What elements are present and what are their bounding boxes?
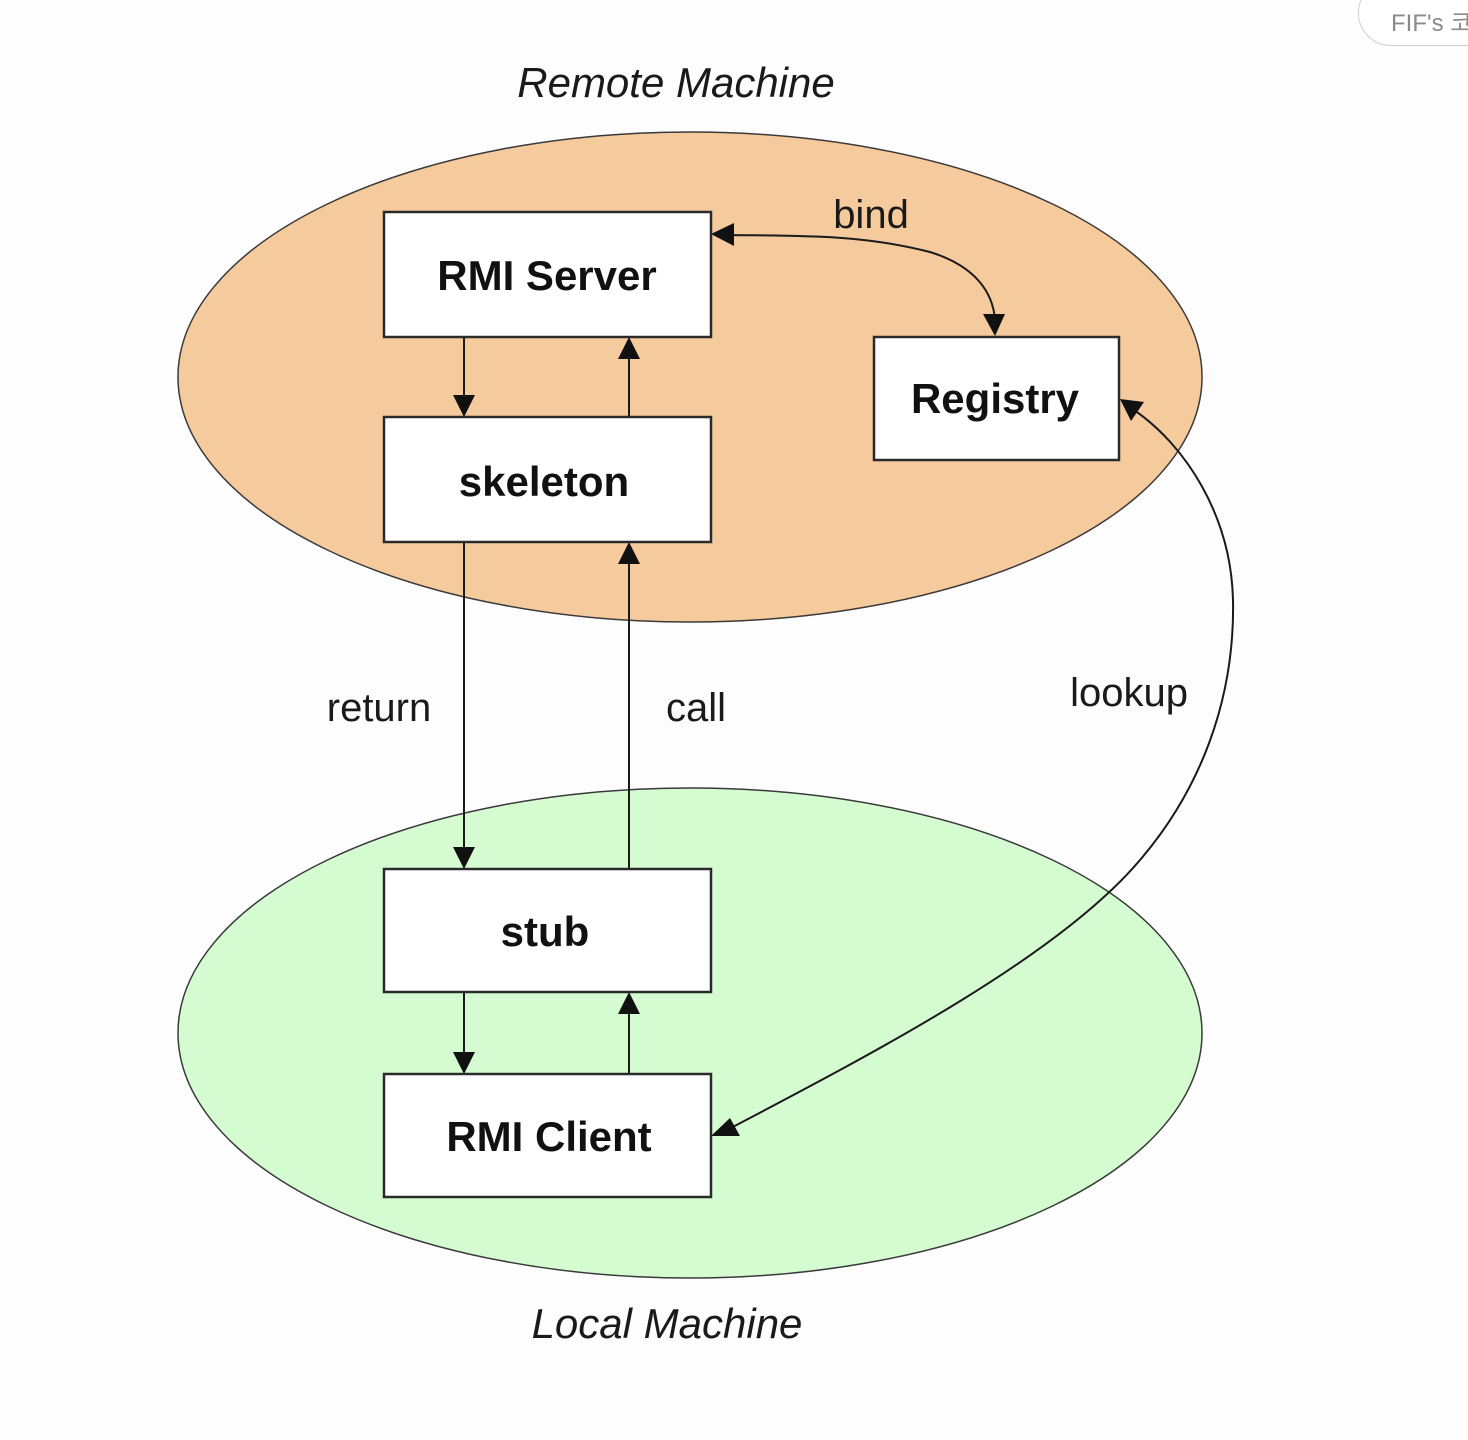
rmi-client-box — [382, 1072, 713, 1199]
corner-tag-button[interactable]: FIF's 코 — [1358, 0, 1468, 46]
local-machine-zone — [177, 787, 1203, 1279]
lookup-client-arrowhead — [711, 1118, 740, 1136]
rmi-server-label: RMI Server — [437, 252, 656, 299]
skeleton-to-server-arrowhead — [618, 337, 640, 359]
lookup-label: lookup — [1070, 671, 1188, 715]
lookup-registry-arrowhead — [1120, 399, 1144, 421]
registry-label: Registry — [911, 375, 1080, 422]
stub-box — [382, 867, 713, 994]
bind-server-arrowhead — [711, 223, 734, 246]
skeleton-label: skeleton — [459, 458, 629, 505]
return-arrowhead — [453, 847, 475, 869]
local-machine-title: Local Machine — [532, 1300, 803, 1347]
registry-box — [872, 335, 1121, 462]
call-arrowhead — [618, 542, 640, 564]
return-label: return — [327, 686, 432, 730]
server-to-skeleton-arrowhead — [453, 395, 475, 417]
skeleton-box — [382, 415, 713, 544]
client-to-stub-arrowhead — [618, 992, 640, 1014]
lookup-arrow — [726, 409, 1235, 1131]
remote-machine-title: Remote Machine — [517, 59, 834, 106]
stub-to-client-arrowhead — [453, 1052, 475, 1074]
corner-tag-label: FIF's 코 — [1391, 10, 1468, 37]
call-label: call — [666, 686, 726, 730]
bind-label: bind — [833, 193, 909, 237]
rmi-server-box — [382, 210, 713, 339]
rmi-client-label: RMI Client — [446, 1113, 651, 1160]
bind-arrow — [726, 234, 996, 321]
stub-label: stub — [501, 908, 590, 955]
bind-registry-arrowhead — [983, 314, 1005, 336]
